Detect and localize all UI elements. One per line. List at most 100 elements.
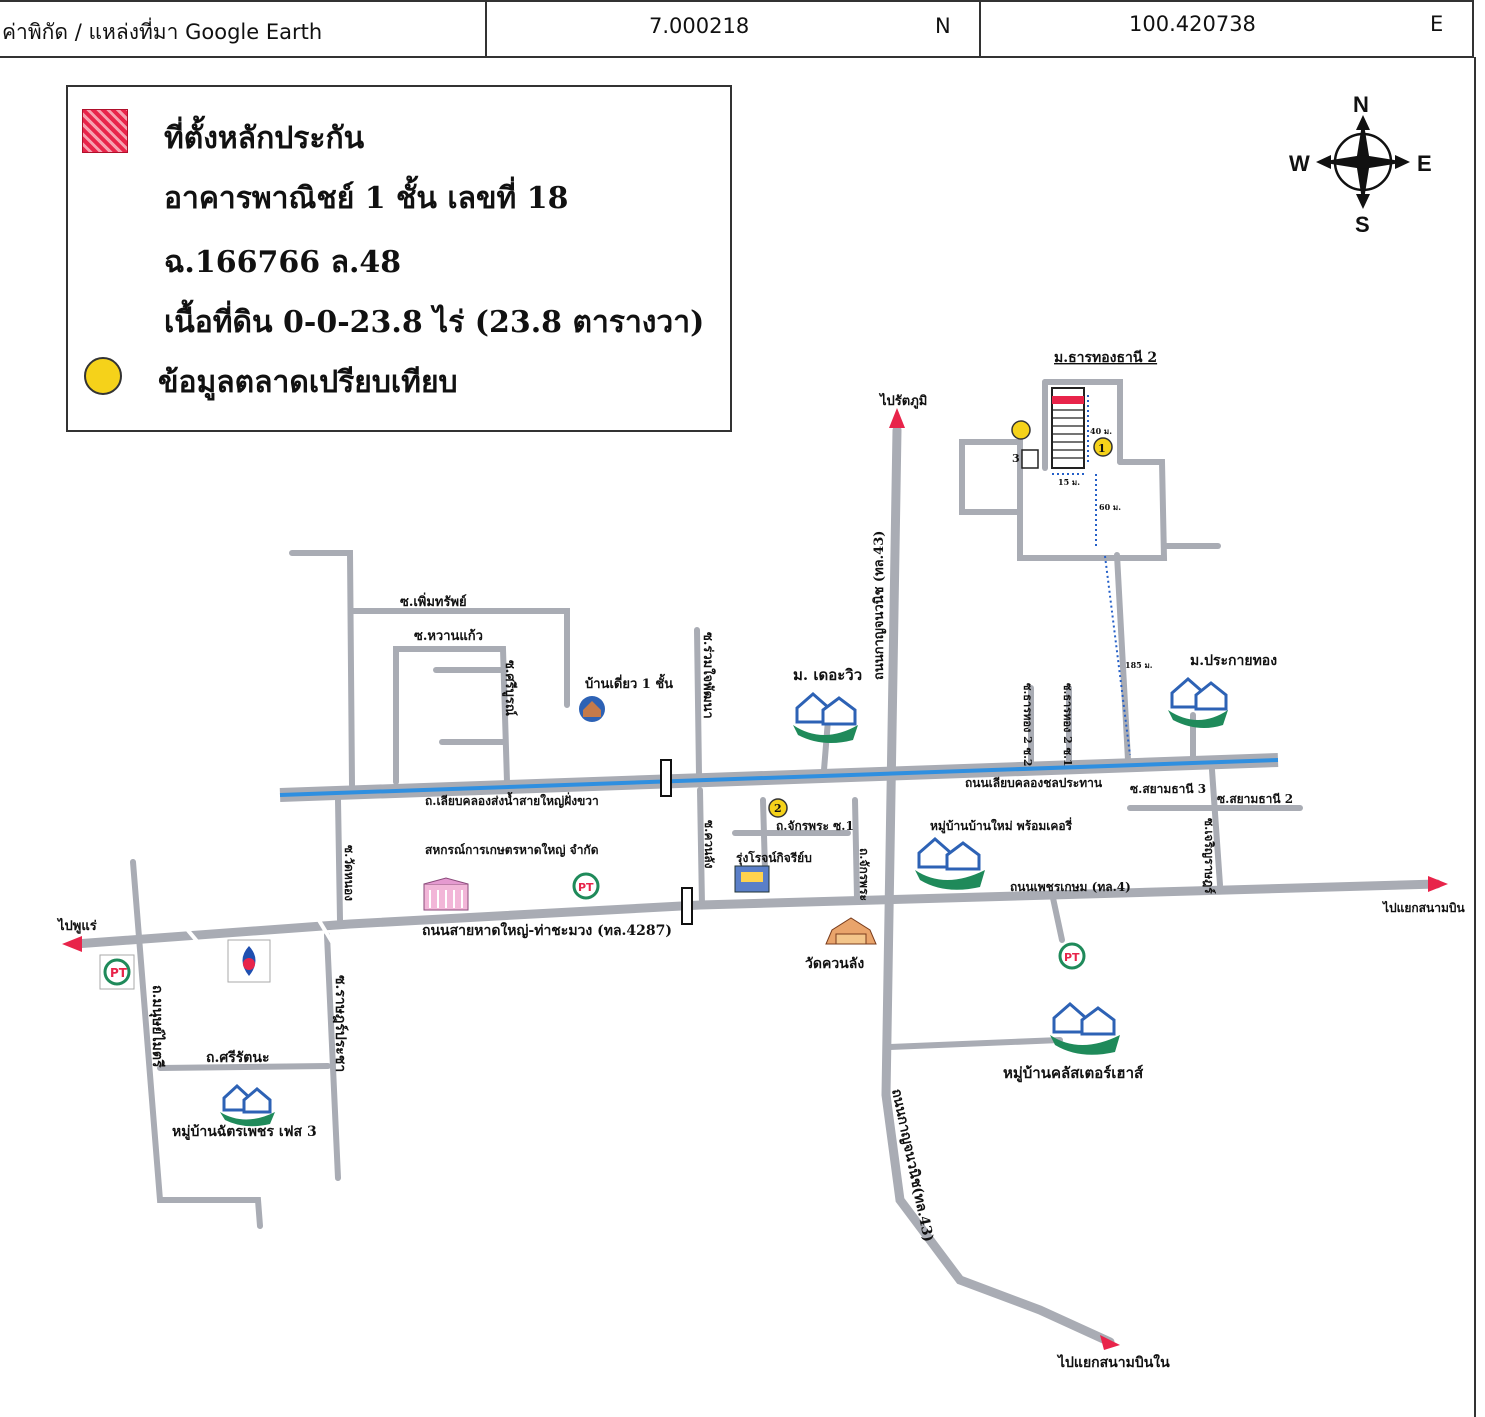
soi-charoenrat-label: ซ.เจริญราษฎร์ bbox=[1202, 818, 1216, 894]
road-canal-left-label: ถ.เลียบคลองส่งน้ำสายใหญ่ฝั่งขวา bbox=[425, 791, 599, 808]
village-classic-house-label: หมู่บ้านคลัสเตอร์เฮาส์ bbox=[1003, 1064, 1144, 1083]
market-label: ข้อมูลตลาดเปรียบเทียบ bbox=[158, 365, 458, 400]
source-label: ค่าพิกัด / แหล่งที่มา Google Earth bbox=[2, 20, 323, 44]
road-srirattana-label: ถ.ศรีรัตนะ bbox=[206, 1050, 269, 1066]
dist-40-label: 40 ม. bbox=[1090, 426, 1112, 436]
rung-rojana-label: รุ่งโรจน์กิจรีย์บ bbox=[736, 850, 812, 866]
collateral-plot bbox=[1021, 387, 1085, 469]
compass-rose-icon bbox=[1316, 115, 1410, 209]
longitude-dir: E bbox=[1430, 12, 1444, 36]
dist-15-label: 15 ม. bbox=[1058, 477, 1080, 487]
single-house-icon bbox=[579, 696, 605, 722]
bridge-symbols bbox=[660, 759, 693, 925]
mu-the-view-label: ม. เดอะวิว bbox=[793, 666, 862, 684]
soi-sayamthani2-label: ซ.สยามธานี 2 bbox=[1217, 792, 1293, 806]
compass-e: E bbox=[1417, 151, 1432, 176]
market-marker-2 bbox=[768, 798, 788, 818]
market-markers bbox=[768, 420, 1113, 818]
marker-2-label: 2 bbox=[774, 802, 782, 815]
distance-markers bbox=[1052, 395, 1131, 756]
arrow-southeast-icon bbox=[1100, 1335, 1120, 1350]
house-icon bbox=[793, 692, 858, 744]
soi-jakphra1-label: ถ.จักรพระ ซ.1 bbox=[776, 819, 854, 833]
map-labels: ไปรัตภูมิ ม.ธารทองธานี 2 40 ม. 15 ม. 60 … bbox=[56, 350, 1465, 1371]
shop-icon bbox=[734, 865, 770, 893]
house-icon bbox=[220, 1083, 275, 1127]
market-swatch-icon bbox=[84, 357, 122, 395]
compass-w: W bbox=[1289, 151, 1310, 176]
latitude-dir: N bbox=[935, 14, 951, 38]
irrigation-canal bbox=[279, 758, 1279, 797]
market-marker-3 bbox=[1011, 420, 1031, 440]
pt-station-icon: PT bbox=[572, 872, 600, 900]
compass-n: N bbox=[1353, 92, 1369, 117]
market-marker-1 bbox=[1093, 437, 1113, 457]
dist-185-label: 185 ม. bbox=[1125, 660, 1153, 670]
latitude-value: 7.000218 bbox=[649, 14, 750, 38]
longitude-cell: 100.420738 E bbox=[981, 2, 1474, 58]
soi-rajprachasuk-label: ซ.ราษฎร์ประชา bbox=[332, 975, 349, 1072]
village-chatphet3-label: หมู่บ้านฉัตรเพชร เฟส 3 bbox=[172, 1124, 317, 1140]
arrow-north-icon bbox=[889, 408, 905, 428]
landmark-icons: PT PT PT bbox=[99, 865, 1086, 990]
house-icon bbox=[1168, 677, 1228, 729]
bridges bbox=[184, 910, 334, 954]
mu-tharathong2-label: ม.ธารทองธานี 2 bbox=[1054, 350, 1157, 366]
road-manusanthai-label: ถ.มนุษย์ไมตรี bbox=[149, 985, 167, 1068]
pt-station-icon: PT bbox=[99, 954, 135, 990]
pt-station-icon: PT bbox=[1058, 942, 1086, 970]
ptt-station-icon bbox=[227, 939, 271, 983]
soi-ruamphatthana-label: ซ.ร่วมใจพัฒนา bbox=[700, 632, 717, 719]
house-icon bbox=[1050, 1002, 1120, 1055]
compass-s: S bbox=[1355, 212, 1370, 237]
arrow-east-icon bbox=[1428, 876, 1448, 892]
road-jakphra-label: ถ.จักรพระ bbox=[857, 848, 871, 901]
source-cell: ค่าพิกัด / แหล่งที่มา Google Earth bbox=[0, 2, 487, 58]
pt-station-icons: PT PT PT bbox=[99, 872, 1086, 990]
road-hatyai-label: ถนนสายหาดใหญ่-ท่าชะมวง (ทล.4287) bbox=[422, 921, 672, 939]
svg-text:PT: PT bbox=[110, 966, 128, 980]
soi-tharathong-2-2-label: ซ.ธารทอง 2 ซ.2 bbox=[1021, 683, 1034, 767]
road-phetkasem-label: ถนนเพชรเกษม (ทล.4) bbox=[1010, 880, 1131, 894]
arrow-west-icon bbox=[62, 936, 82, 952]
latitude-cell: 7.000218 N bbox=[487, 2, 981, 58]
ban-diao-label: บ้านเดี่ยว 1 ชั้น bbox=[585, 673, 673, 692]
soi-phermsap-label: ซ.เพิ่มทรัพย์ bbox=[400, 592, 467, 610]
temple-icon bbox=[825, 917, 877, 945]
building-line: อาคารพาณิชย์ 1 ชั้น เลขที่ 18 bbox=[164, 181, 569, 216]
direction-arrows bbox=[62, 408, 1448, 1350]
marker-1-label: 1 bbox=[1098, 442, 1106, 455]
road-canal-right-label: ถนนเลียบคลองชลประทาน bbox=[965, 776, 1103, 790]
longitude-value: 100.420738 bbox=[1129, 12, 1256, 36]
to-rattaphum-label: ไปรัตภูมิ bbox=[878, 392, 927, 409]
svg-text:PT: PT bbox=[1064, 951, 1080, 964]
coop-label: สหกรณ์การเกษตรหาดใหญ่ จำกัด bbox=[425, 842, 599, 857]
soi-phwanklaeo-label: ซ.หวานแก้ว bbox=[414, 628, 483, 644]
to-airport-label: ไปแยกสนามบิน bbox=[1381, 900, 1465, 915]
marker-3-label: 3 bbox=[1012, 452, 1020, 465]
soi-tharathong-2-1-label: ซ.ธารทอง 2 ซ.1 bbox=[1061, 683, 1074, 767]
collateral-label: ที่ตั้งหลักประกัน bbox=[164, 121, 365, 156]
wat-khuanlang-label: วัดควนลัง bbox=[805, 956, 864, 972]
deed-line: ฉ.166766 ล.48 bbox=[164, 245, 402, 280]
minor-roads bbox=[130, 379, 1303, 1229]
soi-sayamthani3-label: ซ.สยามธานี 3 bbox=[1130, 782, 1206, 796]
mu-prakaithong-label: ม.ประกายทอง bbox=[1190, 653, 1277, 669]
to-phuket-label: ไปพูแร่ bbox=[56, 917, 97, 934]
road-kanchanawanit-label: ถนนกาญจนวนิช (ทล.43) bbox=[872, 531, 887, 680]
soi-sriburan-label: ซ.ศรีบูรณ์ bbox=[502, 660, 518, 716]
house-icon bbox=[915, 837, 985, 890]
coop-building-icon bbox=[423, 877, 469, 911]
soi-watnong-label: ซ.วัดหนอง bbox=[342, 845, 356, 901]
map-frame bbox=[0, 57, 1476, 1417]
dist-60-label: 60 ม. bbox=[1099, 502, 1121, 512]
area-line: เนื้อที่ดิน 0-0-23.8 ไร่ (23.8 ตารางวา) bbox=[164, 305, 705, 340]
collateral-swatch-icon bbox=[82, 109, 128, 153]
soi-khuanlang-label: ซ.ควนลัง bbox=[702, 820, 716, 869]
map-legend: ที่ตั้งหลักประกัน อาคารพาณิชย์ 1 ชั้น เล… bbox=[66, 85, 732, 432]
compass-letters: N S W E bbox=[1289, 92, 1432, 237]
village-ban-mai-label: หมู่บ้านบ้านใหม่ พร้อมเคอรี่ bbox=[930, 817, 1073, 834]
village-icons bbox=[220, 677, 1228, 1127]
coordinate-header: ค่าพิกัด / แหล่งที่มา Google Earth 7.000… bbox=[0, 0, 1474, 58]
